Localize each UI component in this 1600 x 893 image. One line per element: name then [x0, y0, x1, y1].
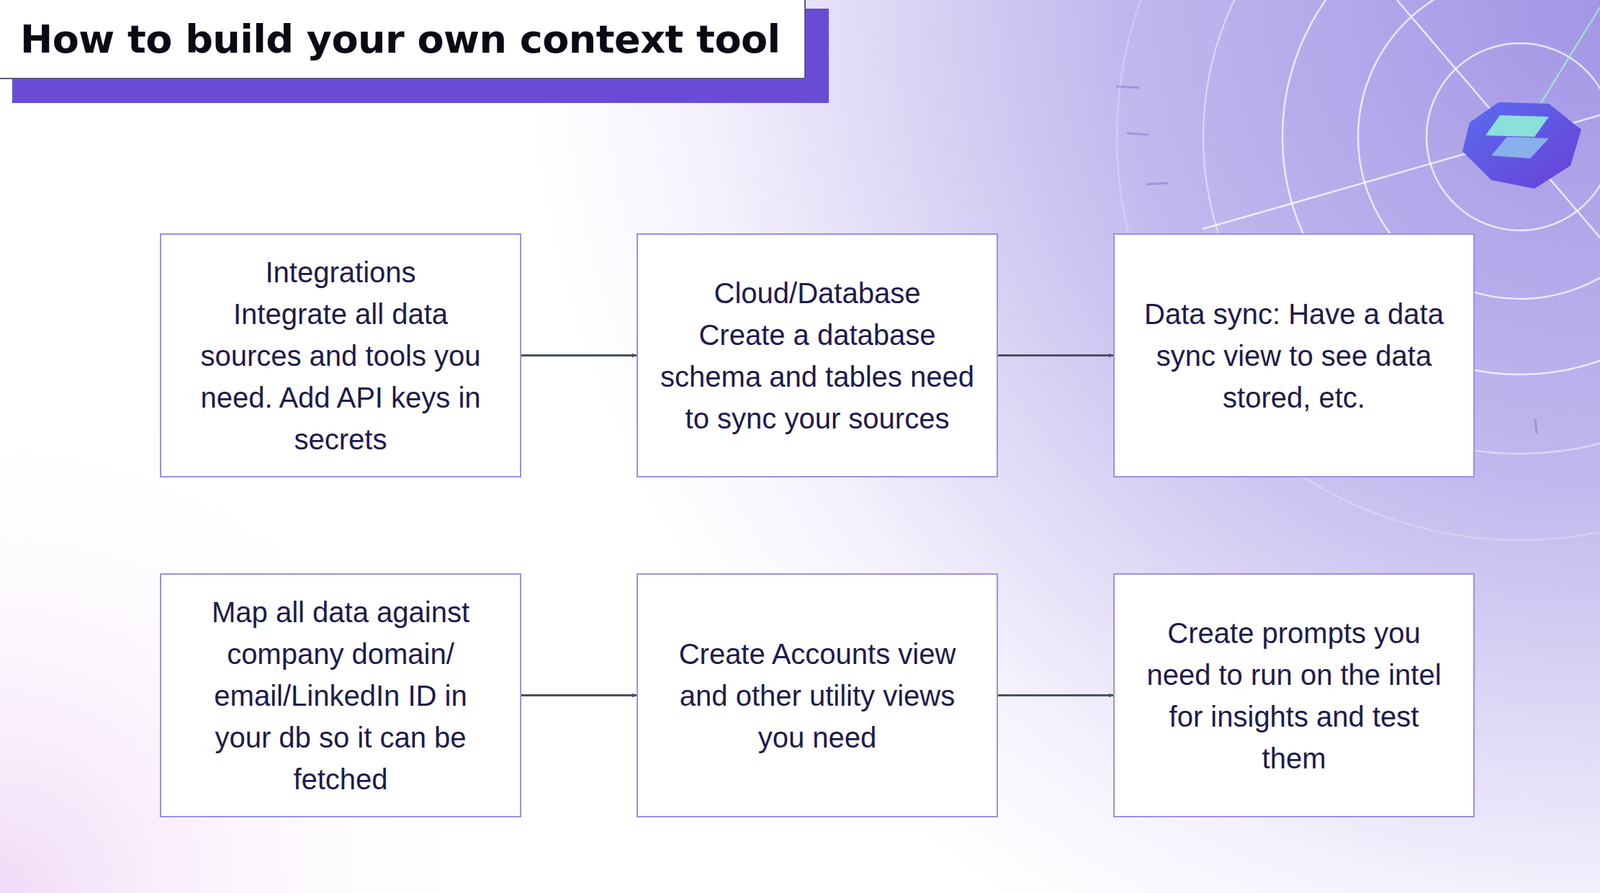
- box-text: Map all data against company domain/ ema…: [182, 591, 499, 800]
- box-text: Integrate all data sources and tools you…: [182, 293, 499, 461]
- flow-arrow: [521, 354, 637, 357]
- title-box: How to build your own context tool: [0, 0, 806, 80]
- process-box: Create Accounts view and other utility v…: [636, 573, 999, 818]
- process-box: Map all data against company domain/ ema…: [159, 573, 522, 818]
- box-text: Create prompts you need to run on the in…: [1136, 612, 1452, 780]
- box-text: Create a database schema and tables need…: [659, 313, 975, 440]
- box-heading: Cloud/Database: [714, 272, 921, 314]
- box-text: Data sync: Have a data sync view to see …: [1136, 293, 1452, 419]
- box-heading: Integrations: [264, 251, 416, 294]
- flow-arrow: [998, 354, 1114, 357]
- process-box: Create prompts you need to run on the in…: [1113, 573, 1475, 818]
- process-box: Data sync: Have a data sync view to see …: [1113, 233, 1475, 478]
- flow-arrow: [998, 694, 1114, 697]
- logo-hexagon: [1462, 102, 1582, 189]
- process-box: Cloud/DatabaseCreate a database schema a…: [636, 233, 999, 478]
- process-box: IntegrationsIntegrate all data sources a…: [159, 233, 522, 478]
- flow-arrow: [521, 694, 637, 697]
- box-text: Create Accounts view and other utility v…: [659, 632, 975, 759]
- title: How to build your own context tool: [20, 16, 781, 62]
